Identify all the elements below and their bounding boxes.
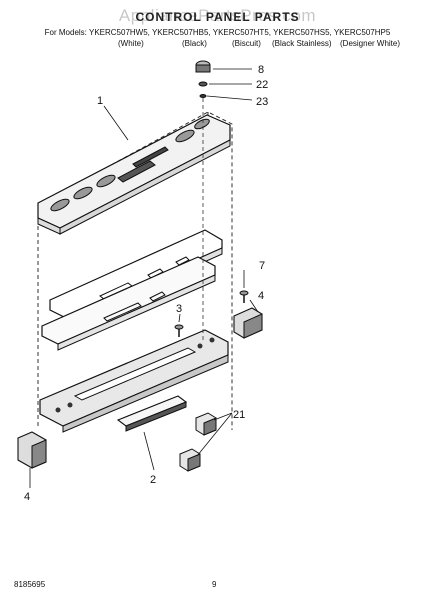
part-circuit-board — [116, 395, 188, 432]
callout-4-left: 4 — [24, 491, 30, 503]
callout-22: 22 — [256, 79, 268, 91]
page-number: 9 — [212, 580, 217, 589]
variant-white: (White) — [118, 39, 144, 48]
callout-2: 2 — [150, 474, 156, 486]
callout-1: 1 — [97, 95, 103, 107]
part-control-tray — [39, 329, 229, 433]
callout-3: 3 — [176, 303, 182, 315]
models-line: For Models: YKERC507HW5, YKERC507HB5, YK… — [44, 28, 391, 37]
part-screw-3 — [174, 324, 184, 337]
callout-7: 7 — [259, 260, 265, 272]
part-switch-lower — [179, 448, 201, 472]
part-end-cap-right — [233, 307, 263, 339]
diagram-title: CONTROL PANEL PARTS — [135, 10, 300, 24]
leader-lines — [29, 68, 259, 488]
part-washer-23 — [199, 94, 207, 98]
variant-black-stainless: (Black Stainless) — [272, 39, 332, 48]
part-control-panel — [37, 114, 231, 235]
variant-black: (Black) — [182, 39, 207, 48]
model-variants: (White) (Black) (Biscuit) (Black Stainle… — [0, 39, 435, 51]
part-spring-22 — [198, 81, 208, 87]
part-knob-8 — [195, 60, 211, 73]
callout-8: 8 — [258, 64, 264, 76]
variant-biscuit: (Biscuit) — [232, 39, 261, 48]
variant-designer-white: (Designer White) — [340, 39, 401, 48]
part-screw-7 — [239, 290, 249, 303]
callout-23: 23 — [256, 96, 268, 108]
watermark: AppliancePartsPros.com — [118, 6, 317, 25]
callout-4-right: 4 — [258, 290, 264, 302]
part-switch-upper — [195, 412, 217, 436]
part-mounting-panel — [41, 256, 216, 351]
document-number: 8185695 — [14, 580, 46, 589]
part-end-cap-left — [17, 431, 47, 469]
callout-21: 21 — [233, 409, 245, 421]
